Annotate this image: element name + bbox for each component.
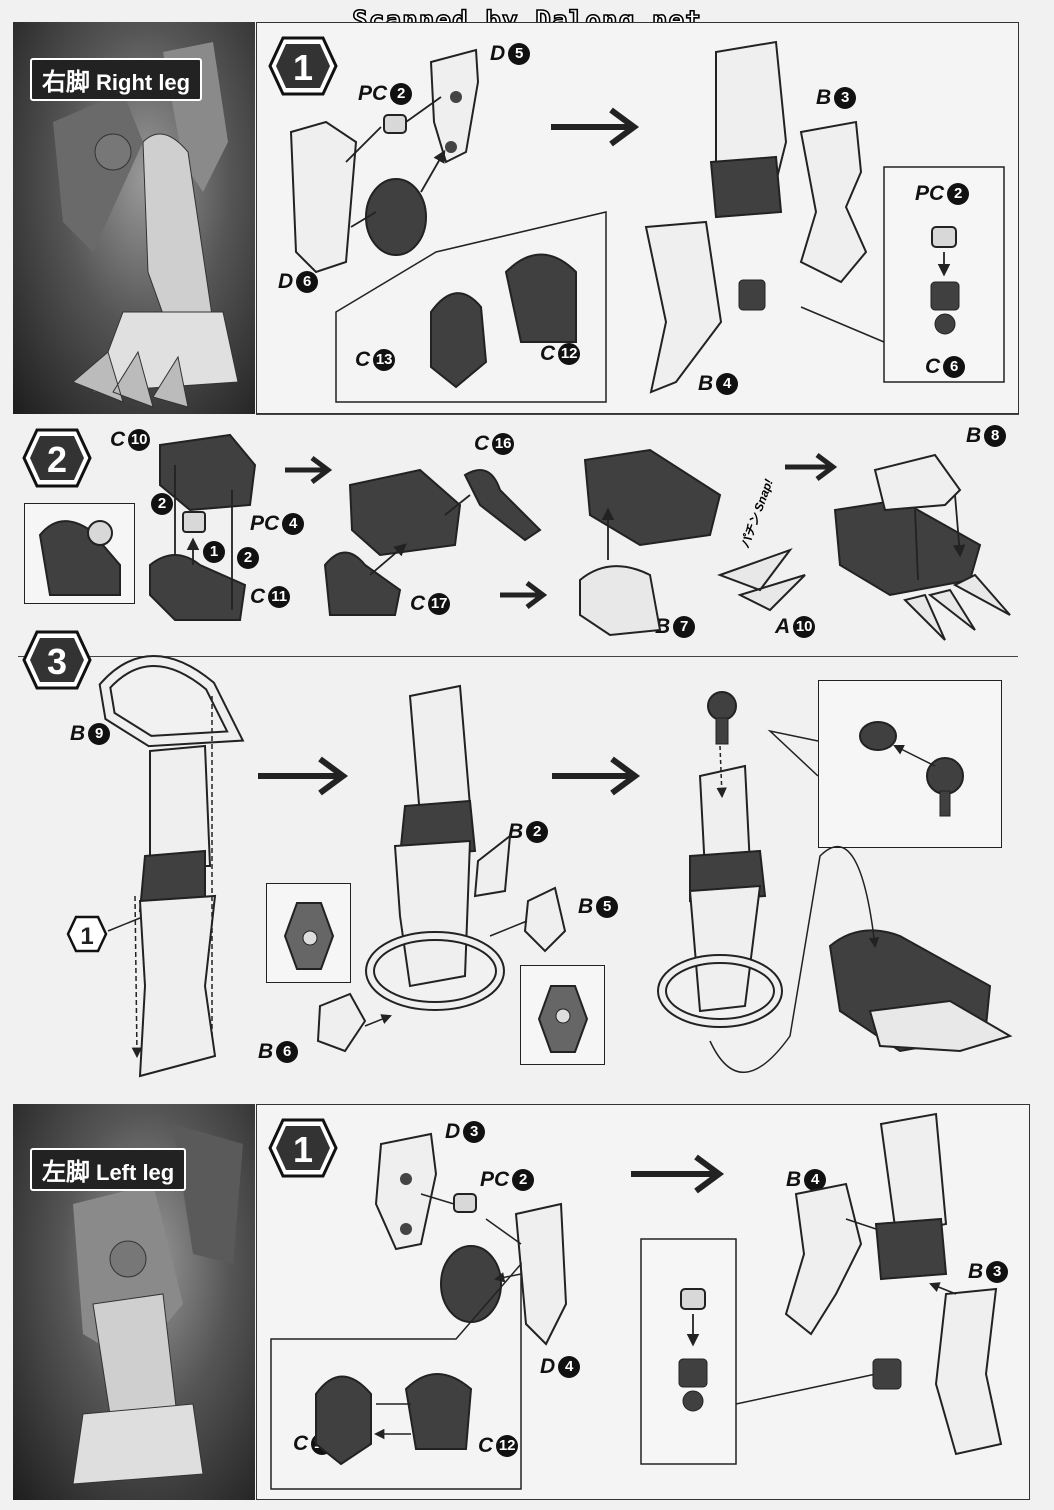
step1-parts-drawing [289, 40, 1005, 403]
step2-parts-drawing [38, 433, 1011, 641]
left-leg-photo-art [72, 1124, 243, 1485]
left-leg-title-en: Left leg [96, 1160, 175, 1185]
step3-ref-hex: 1 [66, 915, 108, 953]
order-mark-1: 2 [148, 492, 173, 516]
step3-parts-drawing [98, 655, 1013, 1078]
order-mark-3: 2 [234, 546, 259, 570]
step1-number: 1 [293, 47, 313, 88]
divider-2 [18, 656, 1018, 657]
left-step1-hex-badge: 1 [268, 1118, 338, 1178]
right-leg-title-en: Right leg [96, 70, 191, 95]
step3-number: 3 [47, 641, 67, 682]
step2-number: 2 [47, 439, 67, 480]
left-leg-title-cn: 左脚 [42, 1159, 90, 1186]
step1-hex-badge: 1 [268, 36, 338, 96]
step3-hex-badge: 3 [22, 630, 92, 690]
step2-hex-badge: 2 [22, 428, 92, 488]
order-mark-2: 1 [200, 540, 225, 564]
divider-1 [256, 414, 1019, 415]
right-leg-title-cn: 右脚 [42, 69, 90, 96]
left-step1-number: 1 [293, 1129, 313, 1170]
step3-inset-c5c4 [818, 680, 1002, 848]
right-leg-photo-art [53, 42, 239, 408]
step3-ref-number: 1 [80, 923, 93, 950]
left-step1-parts-drawing [270, 1112, 1003, 1490]
